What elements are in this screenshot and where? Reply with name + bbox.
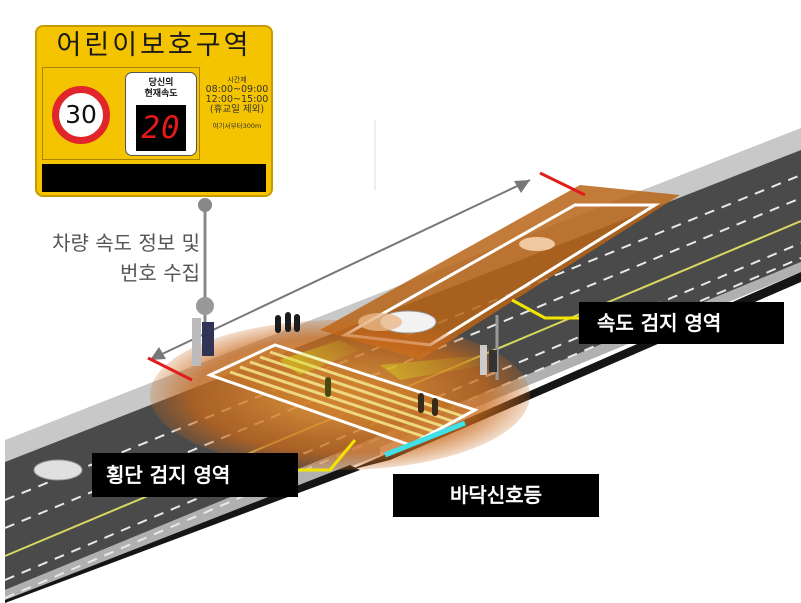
current-speed-label: 당신의 현재속도	[144, 78, 178, 99]
vehicle-info-collection-caption: 차량 속도 정보 및 번호 수집	[52, 231, 200, 285]
floor-signal-light	[384, 420, 466, 458]
boundary-marker-end	[539, 171, 586, 197]
traffic-signal-poles	[192, 315, 499, 380]
car-in-speed-zone	[358, 237, 555, 334]
pedestrians	[275, 312, 438, 416]
current-speed-panel: 당신의 현재속도 20	[125, 72, 197, 156]
floor-signal-label: 바닥신호등	[393, 474, 599, 517]
leader-line-speed	[511, 298, 580, 320]
boundary-marker-start	[147, 356, 193, 382]
leader-line-crossing	[298, 439, 357, 472]
speed-limit-badge: 30	[52, 86, 110, 144]
sign-pole	[196, 198, 214, 325]
sign-inner-panel: 30 당신의 현재속도 20	[42, 67, 200, 160]
distance-arrow	[150, 179, 531, 360]
current-speed-display: 20	[136, 105, 186, 151]
sign-display-bar	[42, 164, 266, 192]
sign-title: 어린이보호구역	[56, 30, 252, 61]
car-lower-left	[33, 459, 83, 481]
speed-detection-zone-label: 속도 검지 영역	[579, 302, 784, 344]
sign-time-info: 시간제 08:00~09:00 12:00~15:00 (휴교일 제외) 여기서…	[205, 76, 269, 130]
crossing-detection-zone-label: 횡단 검지 영역	[92, 453, 298, 497]
school-zone-sign: 어린이보호구역 30 당신의 현재속도 20 시간제 08:00~09:00 1…	[35, 25, 273, 197]
